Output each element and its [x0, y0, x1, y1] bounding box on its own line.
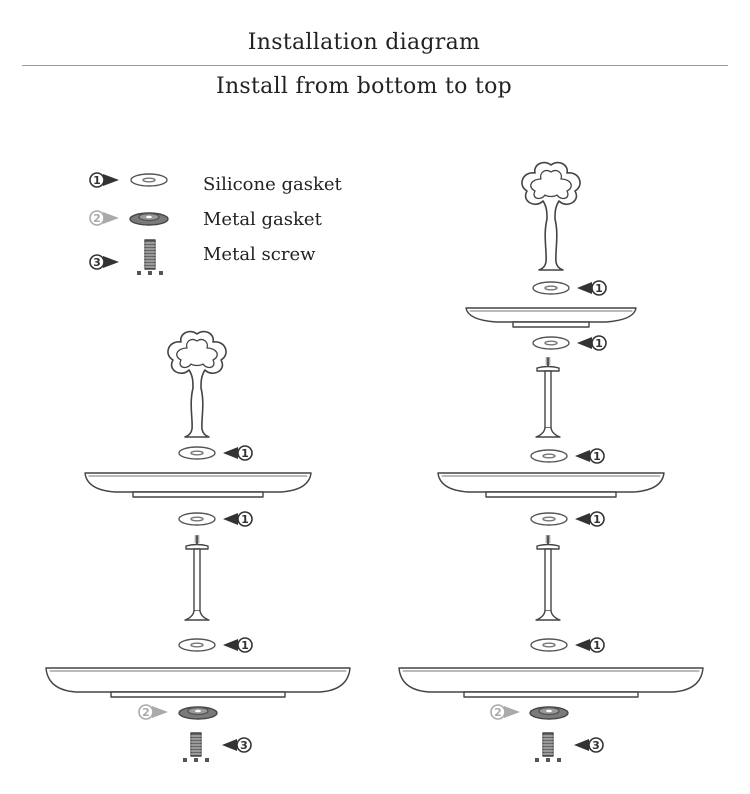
callout-marker: 1	[223, 446, 252, 460]
svg-text:1: 1	[593, 639, 601, 652]
svg-text:3: 3	[240, 739, 248, 752]
svg-text:1: 1	[593, 513, 601, 526]
callout-marker: 1	[575, 449, 604, 463]
svg-text:1: 1	[93, 174, 101, 187]
svg-text:1: 1	[241, 513, 249, 526]
callout-marker: 3	[574, 738, 603, 752]
silicone-gasket	[179, 513, 215, 525]
silicone-gasket	[179, 447, 215, 459]
metal-screw	[183, 733, 209, 762]
silicone-gasket	[533, 282, 569, 294]
plate	[85, 473, 311, 497]
top-handle	[522, 163, 580, 270]
svg-text:3: 3	[93, 256, 101, 269]
callout-marker: 1	[577, 336, 606, 350]
svg-text:1: 1	[241, 639, 249, 652]
metal-gasket	[179, 707, 217, 719]
svg-text:3: 3	[592, 739, 600, 752]
callout-marker: 2	[90, 211, 119, 225]
metal-screw	[137, 240, 163, 275]
metal-gasket	[130, 213, 168, 225]
callout-marker: 1	[90, 173, 119, 187]
callout-marker: 3	[90, 255, 119, 269]
callout-marker: 1	[577, 281, 606, 295]
silicone-gasket	[179, 639, 215, 651]
callout-marker: 2	[491, 705, 520, 719]
callout-marker: 3	[222, 738, 251, 752]
connecting-rod	[536, 536, 560, 620]
callout-marker: 1	[575, 638, 604, 652]
plate	[399, 668, 703, 697]
callout-marker: 1	[223, 512, 252, 526]
silicone-gasket	[131, 174, 167, 186]
silicone-gasket	[531, 450, 567, 462]
silicone-gasket	[531, 513, 567, 525]
metal-gasket	[530, 707, 568, 719]
svg-text:2: 2	[494, 706, 502, 719]
svg-text:1: 1	[241, 447, 249, 460]
plate	[466, 308, 636, 327]
silicone-gasket	[533, 337, 569, 349]
callout-marker: 1	[223, 638, 252, 652]
connecting-rod	[185, 536, 209, 620]
svg-text:1: 1	[593, 450, 601, 463]
svg-text:1: 1	[595, 337, 603, 350]
connecting-rod	[536, 358, 560, 437]
silicone-gasket	[531, 639, 567, 651]
top-handle	[168, 332, 226, 437]
callout-marker: 1	[575, 512, 604, 526]
callout-marker: 2	[139, 705, 168, 719]
svg-text:2: 2	[93, 212, 101, 225]
metal-screw	[535, 733, 561, 762]
plate	[46, 668, 350, 697]
svg-text:1: 1	[595, 282, 603, 295]
plate	[438, 473, 664, 497]
svg-text:2: 2	[142, 706, 150, 719]
